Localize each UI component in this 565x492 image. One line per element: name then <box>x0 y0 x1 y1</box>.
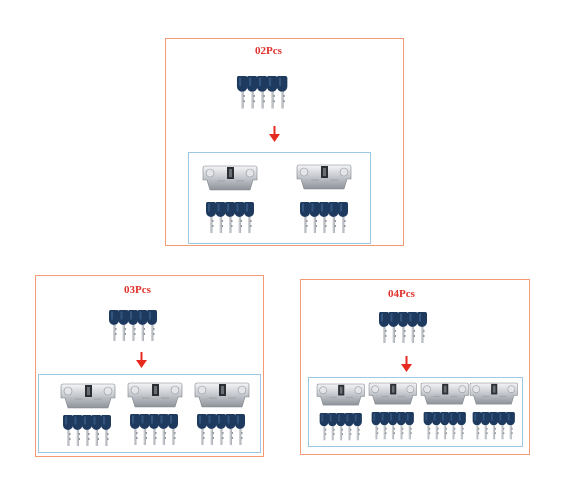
panel-label: 03Pcs <box>124 284 151 296</box>
down-arrow-icon <box>269 126 280 142</box>
panel-label: 02Pcs <box>255 45 282 57</box>
key-set-icon <box>320 413 362 440</box>
key-set-icon <box>130 414 178 445</box>
key-set-icon <box>372 412 414 439</box>
key-set-icon <box>473 412 515 439</box>
lock-cylinder-icon <box>60 383 116 409</box>
key-set-icon <box>109 310 157 341</box>
lock-cylinder-icon <box>368 382 417 405</box>
lock-cylinder-icon <box>202 165 258 191</box>
down-arrow-icon <box>401 356 412 372</box>
lock-cylinder-icon <box>316 383 365 406</box>
lock-cylinder-icon <box>420 382 469 405</box>
lock-cylinder-icon <box>469 382 518 405</box>
key-set-icon <box>237 76 287 109</box>
key-set-icon <box>424 412 466 439</box>
key-set-icon <box>63 415 111 446</box>
panel-label: 04Pcs <box>388 288 415 300</box>
lock-cylinder-icon <box>194 382 250 408</box>
down-arrow-icon <box>136 352 147 368</box>
key-set-icon <box>300 202 348 233</box>
key-set-icon <box>206 202 254 233</box>
key-set-icon <box>197 414 245 445</box>
lock-cylinder-icon <box>127 382 183 408</box>
lock-cylinder-icon <box>296 164 352 190</box>
key-set-icon <box>379 312 427 343</box>
